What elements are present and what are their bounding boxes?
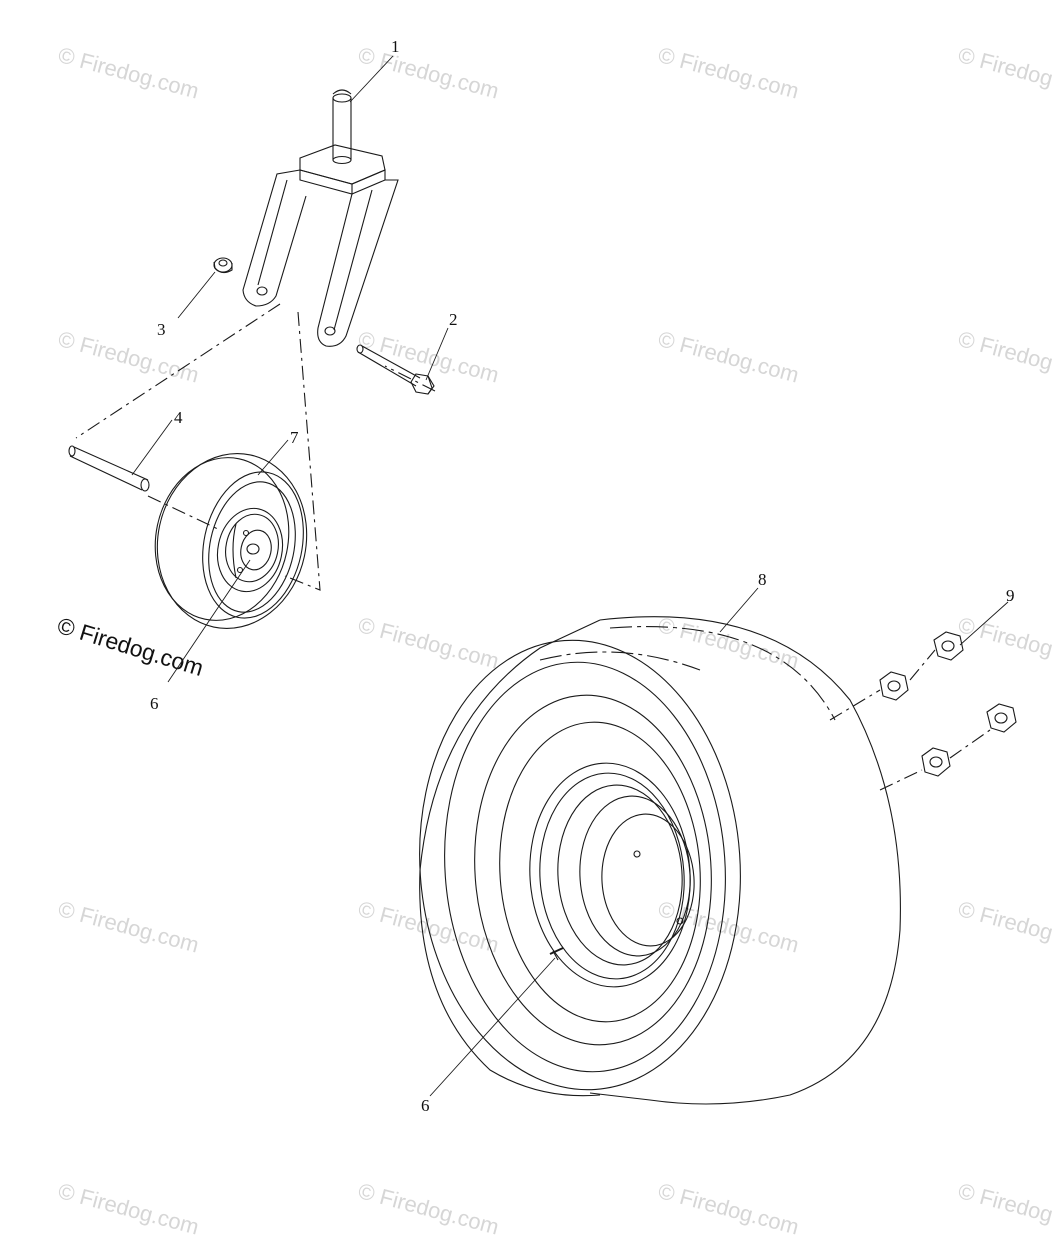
lug-nuts-9: [880, 632, 1016, 776]
callout-6-caster: 6: [150, 694, 159, 713]
callout-3: 3: [157, 320, 166, 339]
callout-6-drive: 6: [421, 1096, 430, 1115]
line-art: [0, 0, 1052, 1200]
alignment-lines: [76, 304, 990, 790]
nut-3: [214, 258, 232, 273]
callout-8: 8: [758, 570, 767, 589]
callout-1: 1: [391, 37, 400, 56]
callout-2: 2: [449, 310, 458, 329]
leader-lines: [132, 56, 1008, 1096]
spacer-tube-4: [69, 446, 149, 491]
caster-fork: [243, 90, 398, 346]
callout-4: 4: [174, 408, 183, 427]
callout-7: 7: [290, 428, 299, 447]
bolt-2: [357, 345, 434, 394]
caster-wheel-7: [140, 440, 322, 643]
callout-9: 9: [1006, 586, 1015, 605]
drive-wheel-8: [405, 617, 901, 1104]
